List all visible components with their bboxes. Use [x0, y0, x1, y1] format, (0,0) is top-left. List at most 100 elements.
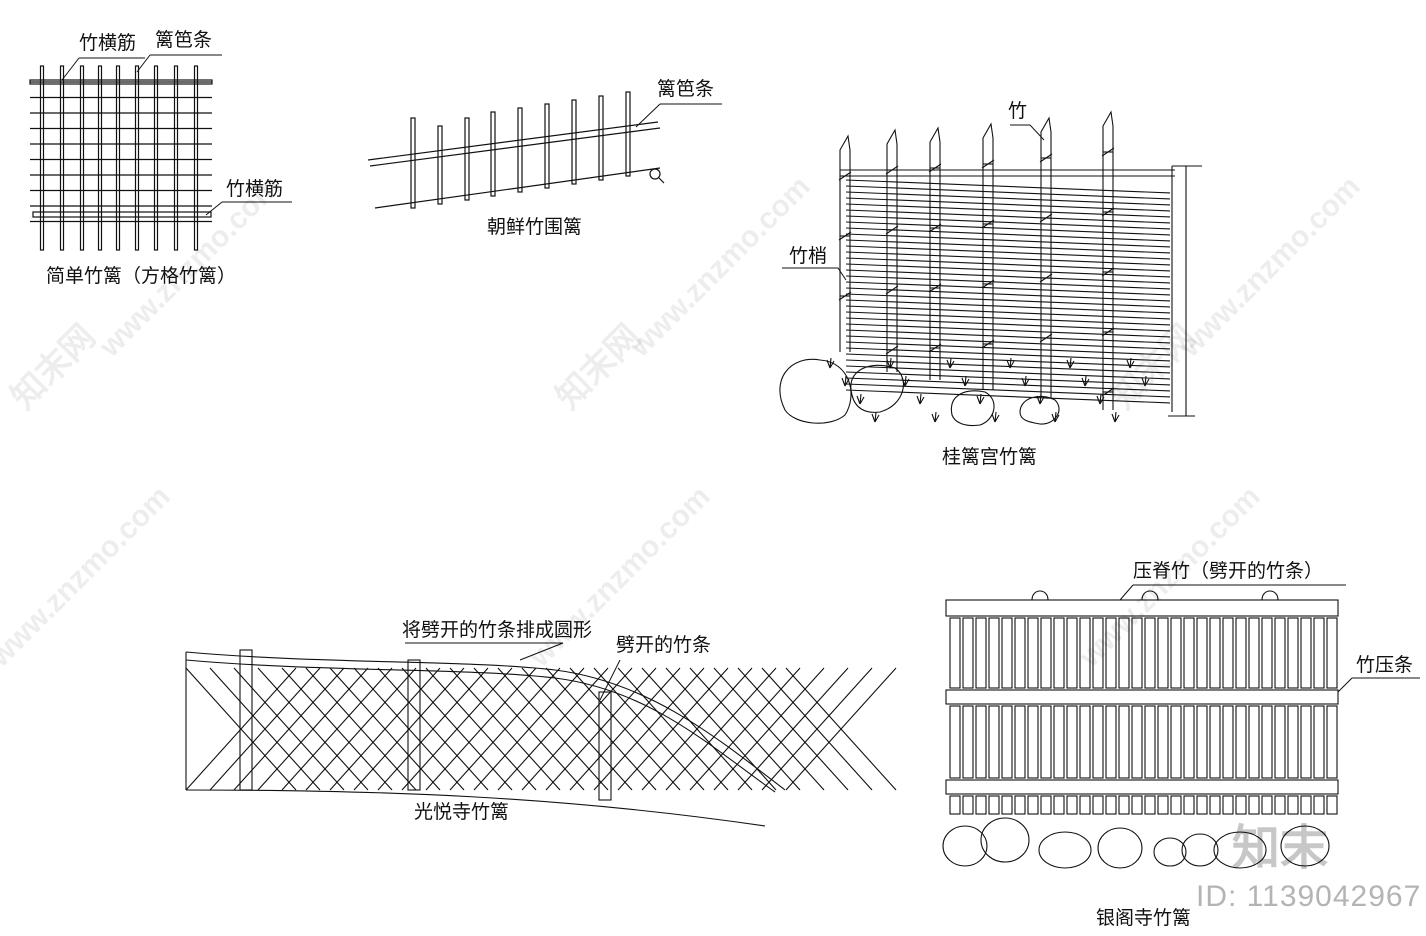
- vertical-bamboo: [1105, 795, 1117, 815]
- tie-cross: [1101, 147, 1115, 157]
- twig-line: [845, 197, 1171, 212]
- twig-line: [845, 293, 1171, 308]
- vertical-bamboo: [1170, 795, 1182, 815]
- twig-line: [845, 233, 1171, 248]
- tie-cross: [928, 343, 942, 353]
- grass-tuft: [991, 411, 1000, 423]
- vertical-fence-strip: [153, 65, 159, 251]
- twig-line: [845, 185, 1171, 200]
- vertical-bamboo: [949, 795, 961, 815]
- upper-rail: [367, 121, 659, 161]
- vertical-bamboo: [1053, 705, 1065, 779]
- ridge-tie: [1141, 590, 1159, 601]
- vertical-bamboo: [1313, 705, 1325, 779]
- top-curve-roll: [185, 651, 786, 791]
- leader-bamboo-tip: [782, 267, 847, 281]
- vertical-bamboo: [1053, 617, 1065, 689]
- twig-line: [845, 287, 1171, 302]
- garden-stone: [1181, 833, 1219, 867]
- vertical-bamboo: [1105, 617, 1117, 689]
- vertical-bamboo: [1222, 617, 1234, 689]
- vertical-bamboo: [1144, 705, 1156, 779]
- lattice-diagonal: [593, 667, 705, 791]
- lattice-diagonal: [713, 667, 825, 791]
- vertical-bamboo: [1209, 795, 1221, 815]
- tie-cross: [928, 163, 942, 173]
- vertical-bamboo: [1209, 705, 1221, 779]
- title-katsura-fence: 桂篱宫竹篱: [942, 446, 1038, 468]
- grass-tuft: [916, 393, 925, 405]
- tie-cross: [1039, 213, 1053, 223]
- lattice-diagonal: [737, 667, 849, 791]
- vertical-bamboo: [1313, 795, 1325, 815]
- vertical-bamboo: [1118, 705, 1130, 779]
- simple-bamboo-fence-drawing: [29, 65, 213, 251]
- leader-round-strips: [405, 642, 564, 661]
- lattice-diagonal: [761, 667, 873, 791]
- twig-line: [845, 239, 1171, 254]
- vertical-fence-strip: [115, 65, 121, 251]
- middle-bamboo-crossbar: [32, 211, 212, 218]
- twig-line: [845, 269, 1171, 284]
- grass-tuft: [946, 357, 955, 369]
- lattice-diagonal: [473, 667, 585, 791]
- vertical-bamboo: [1196, 795, 1208, 815]
- twig-line: [845, 317, 1171, 332]
- vertical-bamboo: [1014, 795, 1026, 815]
- title-ginkakuji-fence: 银阁寺竹篱: [1096, 907, 1192, 929]
- tie-cross: [885, 225, 899, 235]
- leader-strip-1: [136, 54, 222, 73]
- vertical-bamboo: [1118, 617, 1130, 689]
- vertical-bamboo: [1157, 617, 1169, 689]
- grass-tuft: [856, 393, 865, 405]
- twig-line: [845, 215, 1171, 230]
- twig-line: [845, 299, 1171, 314]
- grass-tuft: [931, 411, 940, 423]
- vertical-bamboo: [1027, 617, 1039, 689]
- vertical-bamboo: [1287, 617, 1299, 689]
- vertical-bamboo: [1092, 705, 1104, 779]
- garden-stone: [1038, 831, 1092, 869]
- fence-post: [490, 111, 496, 197]
- label-round-arranged-strips: 将劈开的竹条排成圆形: [402, 619, 593, 641]
- vertical-bamboo: [1066, 795, 1078, 815]
- vertical-bamboo: [1014, 705, 1026, 779]
- vertical-fence-strip: [173, 65, 179, 251]
- leader-crossbar-mid: [205, 201, 292, 216]
- vertical-bamboo: [1053, 795, 1065, 815]
- katsura-bamboo-fence-drawing: [779, 110, 1202, 427]
- label-fence-strip-2: 篱笆条: [657, 78, 715, 100]
- vertical-fence-strip: [79, 65, 85, 251]
- garden-stone: [1153, 837, 1187, 867]
- vertical-bamboo: [1040, 795, 1052, 815]
- vertical-bamboo: [1170, 617, 1182, 689]
- label-bamboo-press-strip: 竹压条: [1356, 654, 1414, 676]
- grass-tuft: [1036, 393, 1045, 405]
- bamboo-post: [886, 128, 898, 372]
- tie-cross: [1039, 333, 1053, 343]
- twig-line: [845, 245, 1171, 260]
- vertical-bamboo: [1222, 705, 1234, 779]
- vertical-bamboo: [1235, 617, 1247, 689]
- grass-tuft: [1006, 357, 1015, 369]
- koetsuji-bamboo-fence-drawing: [185, 649, 897, 827]
- tie-cross: [838, 291, 852, 301]
- garden-stone: [1097, 827, 1143, 869]
- vertical-bamboo: [1131, 795, 1143, 815]
- twig-line: [845, 203, 1171, 218]
- lattice-diagonal: [689, 667, 801, 791]
- tie-cross: [838, 171, 852, 181]
- fence-post: [598, 95, 604, 181]
- vertical-fence-strip: [59, 65, 65, 251]
- twig-line: [845, 209, 1171, 224]
- lattice-diagonal: [449, 667, 561, 791]
- vertical-bamboo: [1300, 795, 1312, 815]
- press-strip-lower: [945, 779, 1339, 795]
- vertical-bamboo: [988, 705, 1000, 779]
- brand-logo: 知末: [1232, 820, 1329, 876]
- vertical-bamboo: [1040, 705, 1052, 779]
- lattice-diagonal: [257, 667, 369, 791]
- vertical-bamboo: [962, 705, 974, 779]
- twig-line: [845, 347, 1171, 362]
- lattice-diagonal: [521, 667, 633, 791]
